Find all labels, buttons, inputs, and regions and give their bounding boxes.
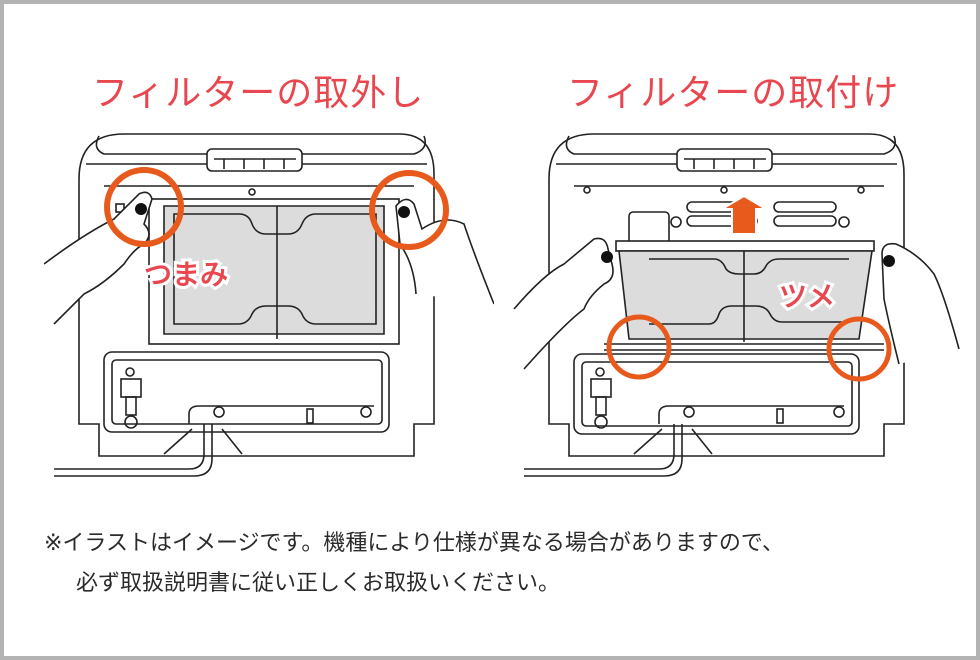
panel-title-installation: フィルターの取付け [567, 73, 900, 114]
hand-left-icon [44, 191, 153, 325]
knob-left [601, 251, 613, 263]
hand-right-icon [881, 242, 960, 365]
callout-label-claw: ツメ [779, 280, 835, 313]
knob-right [398, 206, 410, 218]
up-arrow-icon [718, 194, 770, 235]
hands [513, 237, 960, 370]
instruction-card: フィルターの取外し フィルターの取付け [4, 4, 976, 656]
hand-left-icon [513, 237, 614, 370]
hand-right-icon [395, 198, 494, 305]
highlight-circle-icon [104, 167, 184, 247]
knob-right [883, 255, 895, 267]
panel-title-removal: フィルターの取外し [92, 73, 425, 114]
callout-label-knob: つまみ [144, 258, 228, 291]
disclaimer-line-2: 必ず取扱説明書に従い正しくお取扱いください。 [76, 571, 561, 596]
highlight-circle-icon [826, 316, 892, 382]
highlight-circle-icon [369, 170, 449, 250]
disclaimer-line-1: ※イラストはイメージです。機種により仕様が異なる場合がありますので、 [44, 531, 785, 556]
knob-left [135, 203, 147, 215]
highlight-circle-icon [606, 314, 672, 380]
disclaimer-note: ※イラストはイメージです。機種により仕様が異なる場合がありますので、 必ず取扱説… [44, 524, 784, 604]
appliance-body [54, 133, 435, 477]
hands [44, 191, 494, 325]
filter-removal-illustration: つまみ [44, 133, 494, 477]
filter-installation-illustration: ツメ [513, 133, 960, 477]
